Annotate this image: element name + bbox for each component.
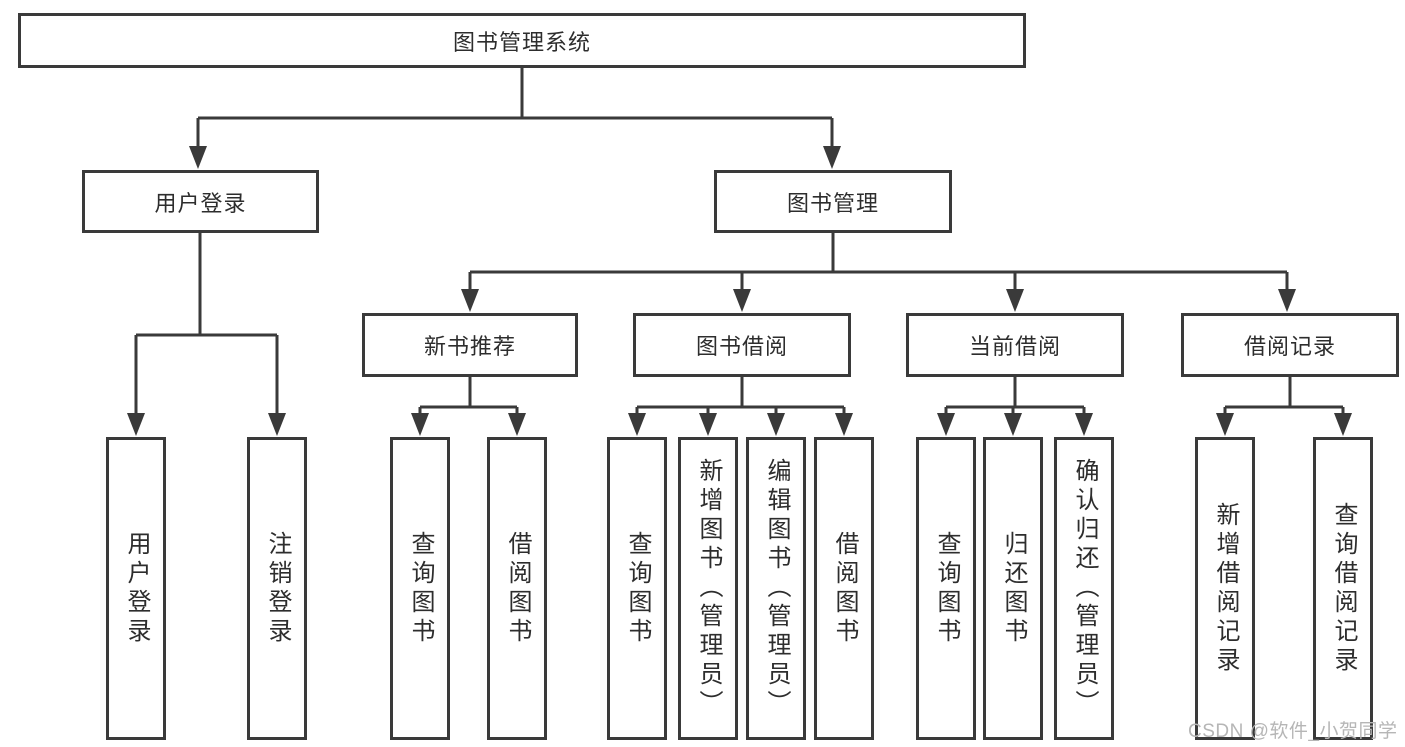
- arrow-down-icon: [937, 413, 955, 436]
- leaf-confirm-return-admin: 确认归还（管理员）: [1054, 437, 1114, 740]
- leaf-add-borrow-record: 新增借阅记录: [1195, 437, 1255, 740]
- node-label: 图书管理: [786, 190, 879, 216]
- node-label: 查询图书: [624, 530, 651, 647]
- arrow-down-icon: [767, 413, 785, 436]
- arrow-down-icon: [628, 413, 646, 436]
- node-label: 注销登录: [264, 530, 291, 647]
- node-label: 确认归还（管理员）: [1071, 458, 1098, 719]
- arrow-down-icon: [835, 413, 853, 436]
- arrow-down-icon: [268, 413, 286, 436]
- node-user-login: 用户登录: [82, 170, 319, 233]
- node-label: 新增借阅记录: [1212, 501, 1239, 676]
- arrow-down-icon: [1004, 413, 1022, 436]
- node-label: 新书推荐: [423, 334, 516, 359]
- node-label: 查询图书: [933, 530, 960, 647]
- node-label: 借阅图书: [504, 530, 531, 647]
- leaf-borrow-books-borrowing: 借阅图书: [814, 437, 874, 740]
- leaf-logout: 注销登录: [247, 437, 307, 740]
- node-label: 查询图书: [407, 530, 434, 647]
- connector-root: [196, 68, 834, 147]
- node-borrowing-records: 借阅记录: [1181, 313, 1399, 377]
- leaf-query-books-borrowing: 查询图书: [607, 437, 667, 740]
- csdn-watermark: CSDN @软件_小贺同学: [1188, 721, 1398, 742]
- leaf-add-book-admin: 新增图书（管理员）: [678, 437, 738, 740]
- connector-borrow-records: [1223, 377, 1345, 414]
- node-label: 新增图书（管理员）: [695, 458, 722, 719]
- connector-book-borrow: [635, 377, 846, 414]
- arrow-down-icon: [189, 146, 207, 169]
- arrow-down-icon: [1216, 413, 1234, 436]
- node-book-borrowing: 图书借阅: [633, 313, 851, 377]
- arrow-down-icon: [127, 413, 145, 436]
- arrowheads: [127, 146, 1352, 436]
- node-label: 查询借阅记录: [1330, 501, 1357, 676]
- leaf-return-books: 归还图书: [983, 437, 1043, 740]
- node-label: 用户登录: [154, 190, 247, 216]
- node-label: 编辑图书（管理员）: [763, 458, 790, 719]
- arrow-down-icon: [1075, 413, 1093, 436]
- node-label: 图书管理系统: [452, 29, 591, 55]
- arrow-down-icon: [1334, 413, 1352, 436]
- arrow-down-icon: [699, 413, 717, 436]
- arrow-down-icon: [508, 413, 526, 436]
- arrow-down-icon: [823, 146, 841, 169]
- arrow-down-icon: [1278, 289, 1296, 312]
- leaf-user-login: 用户登录: [106, 437, 166, 740]
- node-label: 归还图书: [1000, 530, 1027, 647]
- leaf-query-books-recommend: 查询图书: [390, 437, 450, 740]
- arrow-down-icon: [1006, 289, 1024, 312]
- arrow-down-icon: [411, 413, 429, 436]
- node-label: 借阅图书: [831, 530, 858, 647]
- node-new-book-recommend: 新书推荐: [362, 313, 578, 377]
- leaf-query-books-current: 查询图书: [916, 437, 976, 740]
- arrow-down-icon: [733, 289, 751, 312]
- connector-user-login: [134, 233, 279, 414]
- node-label: 图书借阅: [695, 334, 788, 359]
- leaf-edit-book-admin: 编辑图书（管理员）: [746, 437, 806, 740]
- connector-new-book: [418, 377, 519, 414]
- connector-book-mgmt: [468, 233, 1289, 290]
- node-label: 用户登录: [123, 530, 150, 647]
- leaf-query-borrow-record: 查询借阅记录: [1313, 437, 1373, 740]
- node-label: 当前借阅: [968, 334, 1061, 359]
- node-label: 借阅记录: [1243, 334, 1336, 359]
- node-book-management: 图书管理: [714, 170, 952, 233]
- leaf-borrow-books-recommend: 借阅图书: [487, 437, 547, 740]
- connector-current-borrow: [944, 377, 1086, 414]
- node-library-system: 图书管理系统: [18, 13, 1026, 68]
- node-current-borrowing: 当前借阅: [906, 313, 1124, 377]
- arrow-down-icon: [461, 289, 479, 312]
